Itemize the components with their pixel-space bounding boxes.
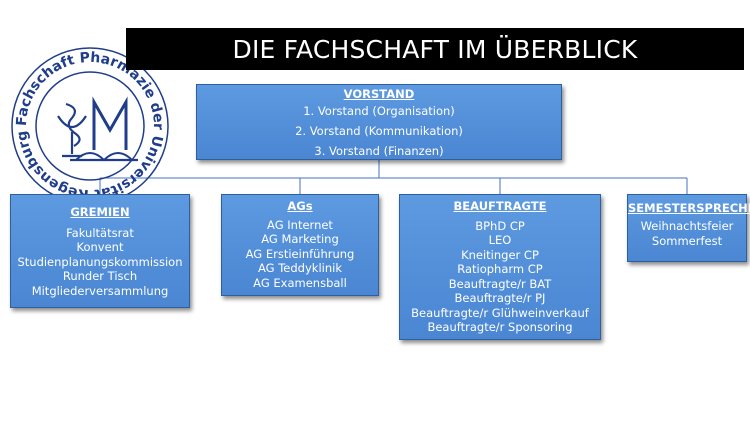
beauftragte-header: BEAUFTRAGTE: [453, 199, 547, 213]
semestersprecher-item: Weihnachtsfeier: [640, 219, 734, 233]
ags-item: AG Erstieinführung: [245, 246, 355, 261]
vorstand-header: VORSTAND: [343, 87, 415, 101]
gremien-item: Runder Tisch: [62, 269, 138, 283]
page-title-text: DIE FACHSCHAFT IM ÜBERBLICK: [232, 34, 638, 64]
beauftragte-box: BEAUFTRAGTE BPhD CP LEO Kneitinger CP Ra…: [399, 194, 601, 340]
beauftragte-item: Beauftragte/r Sponsoring: [427, 320, 573, 334]
gremien-item: Studienplanungskommission: [17, 254, 183, 269]
gremien-item: Konvent: [76, 240, 124, 254]
beauftragte-item: Beauftragte/r Glühweinverkauf: [411, 305, 589, 320]
beauftragte-item: Beauftragte/r BAT: [448, 276, 552, 291]
beauftragte-item: Ratiopharm CP: [457, 262, 543, 276]
ags-item: AG Internet: [267, 217, 333, 232]
vorstand-item: 3. Vorstand (Finanzen): [314, 144, 444, 158]
beauftragte-item: BPhD CP: [475, 218, 525, 233]
ags-header: AGs: [287, 199, 313, 213]
gremien-item: Fakultätsrat: [66, 225, 134, 240]
semestersprecher-box: SEMESTERSPRECHER Weihnachtsfeier Sommerf…: [627, 194, 750, 262]
beauftragte-item: Beauftragte/r PJ: [454, 291, 546, 305]
ags-item: AG Teddyklinik: [258, 261, 342, 275]
beauftragte-item: LEO: [488, 233, 512, 247]
semestersprecher-item: Sommerfest: [651, 234, 723, 248]
gremien-box: GREMIEN Fakultätsrat Konvent Studienplan…: [10, 194, 190, 308]
beauftragte-item: Kneitinger CP: [461, 247, 539, 262]
vorstand-item: 1. Vorstand (Organisation): [303, 104, 455, 118]
page-title: DIE FACHSCHAFT IM ÜBERBLICK: [126, 28, 744, 70]
ags-item: AG Marketing: [261, 232, 339, 246]
semestersprecher-header: SEMESTERSPRECHER: [628, 201, 750, 215]
ags-item: AG Examensball: [253, 275, 347, 290]
ags-box: AGs AG Internet AG Marketing AG Erstiein…: [221, 194, 379, 296]
vorstand-item: 2. Vorstand (Kommunikation): [295, 124, 463, 138]
vorstand-box: VORSTAND 1. Vorstand (Organisation) 2. V…: [196, 84, 562, 160]
gremien-header: GREMIEN: [70, 205, 130, 219]
gremien-item: Mitgliederversammlung: [31, 283, 169, 298]
